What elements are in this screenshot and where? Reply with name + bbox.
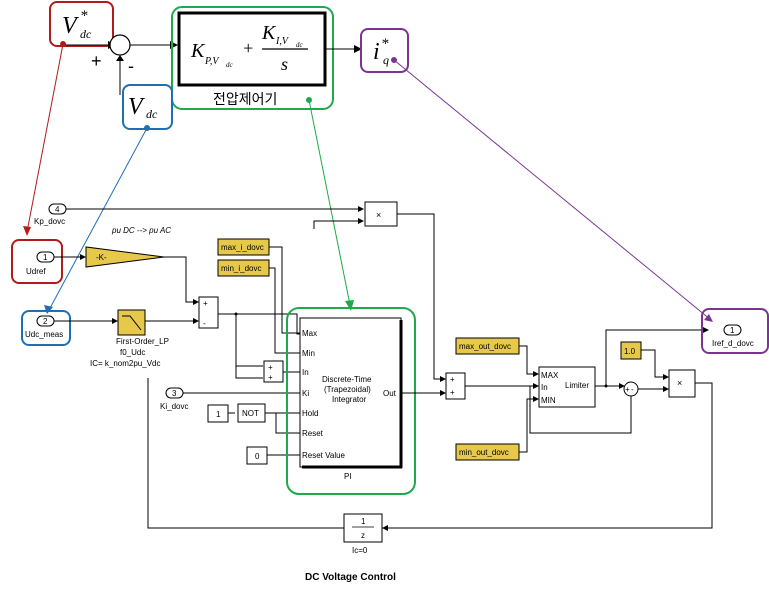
- product-top: [364, 201, 398, 227]
- svg-text:f0_Udc: f0_Udc: [120, 348, 145, 357]
- svg-text:I,V: I,V: [275, 36, 290, 47]
- svg-text:Out: Out: [383, 389, 397, 398]
- vdc-ref-sub: dc: [80, 27, 92, 41]
- svg-text:MAX: MAX: [541, 371, 559, 380]
- limiter-block: [538, 366, 596, 408]
- svg-text:2: 2: [43, 317, 48, 326]
- svg-text:+: +: [625, 385, 630, 394]
- product-bottom: [668, 369, 696, 398]
- svg-text:×: ×: [677, 378, 682, 388]
- svg-text:(Trapezoidal): (Trapezoidal): [324, 385, 371, 394]
- svg-text:-: -: [203, 319, 206, 328]
- svg-text:Kp_dovc: Kp_dovc: [34, 217, 65, 226]
- svg-text:In: In: [541, 383, 548, 392]
- svg-text:V: V: [128, 94, 145, 120]
- svg-text:+: +: [242, 38, 254, 58]
- svg-text:IC= k_nom2pu_Vdc: IC= k_nom2pu_Vdc: [90, 359, 161, 368]
- vdc-ref-symbol: V: [62, 13, 79, 39]
- vdc-ref-callout: [49, 1, 114, 47]
- iref-out-callout: [701, 308, 769, 354]
- first-order-filter: [117, 309, 146, 336]
- unit-delay: [343, 513, 383, 543]
- svg-text:Max: Max: [302, 329, 317, 338]
- sum-out: [445, 372, 466, 400]
- svg-text:3: 3: [172, 389, 177, 398]
- svg-text:Ic=0: Ic=0: [352, 546, 368, 555]
- controller-caption: 전압제어기: [213, 92, 277, 108]
- svg-text:Ki_dovc: Ki_dovc: [160, 402, 188, 411]
- sum-in: [263, 360, 284, 383]
- svg-text:max_i_dovc: max_i_dovc: [221, 243, 264, 252]
- svg-text:Ki: Ki: [302, 389, 309, 398]
- svg-text:K: K: [261, 22, 277, 44]
- annotation-arrow-purple: [391, 57, 713, 322]
- svg-text:4: 4: [55, 205, 60, 214]
- svg-text:1: 1: [730, 326, 735, 335]
- sum-error: [198, 296, 219, 329]
- top-sum-junction: [109, 34, 131, 56]
- svg-text:In: In: [302, 368, 309, 377]
- svg-text:+: +: [203, 299, 208, 308]
- svg-text:NOT: NOT: [242, 409, 259, 418]
- svg-text:s: s: [281, 54, 288, 74]
- svg-text:K: K: [190, 40, 206, 62]
- svg-text:q: q: [383, 53, 389, 67]
- svg-text:z: z: [361, 531, 365, 540]
- udref-port-callout: [11, 239, 63, 284]
- svg-text:Reset Value: Reset Value: [302, 451, 346, 460]
- svg-text:dc: dc: [296, 41, 304, 49]
- iq-ref-callout: [360, 28, 409, 73]
- annotation-arrow-green: [306, 97, 354, 311]
- svg-text:+: +: [268, 373, 273, 382]
- svg-text:dc: dc: [226, 61, 234, 69]
- controller-callout: [171, 6, 334, 110]
- top-sum-minus: -: [128, 56, 134, 76]
- svg-text:-: -: [631, 385, 634, 394]
- svg-text:Hold: Hold: [302, 409, 318, 418]
- svg-text:×: ×: [376, 210, 381, 220]
- gain-block: [85, 246, 165, 268]
- svg-text:pu DC --> pu AC: pu DC --> pu AC: [111, 226, 171, 235]
- svg-text:min_out_dovc: min_out_dovc: [459, 448, 509, 457]
- svg-text:First-Order_LP: First-Order_LP: [116, 337, 169, 346]
- svg-text:max_out_dovc: max_out_dovc: [459, 342, 511, 351]
- svg-text:min_i_dovc: min_i_dovc: [221, 264, 261, 273]
- svg-text:-K-: -K-: [96, 253, 107, 262]
- annotation-arrow-red: [23, 41, 66, 236]
- svg-text:*: *: [381, 36, 389, 52]
- svg-text:P,V: P,V: [204, 56, 220, 67]
- pi-callout: [286, 307, 416, 495]
- vdc-ref-sup: *: [80, 8, 88, 24]
- svg-text:Min: Min: [302, 349, 315, 358]
- svg-text:1: 1: [361, 517, 366, 526]
- iref-out-port: [723, 324, 742, 336]
- svg-text:+: +: [450, 388, 455, 397]
- top-sum-plus: +: [91, 51, 102, 71]
- svg-text:Reset: Reset: [302, 429, 324, 438]
- svg-text:Discrete-Time: Discrete-Time: [322, 375, 372, 384]
- svg-text:+: +: [268, 363, 273, 372]
- svg-text:+: +: [450, 375, 455, 384]
- svg-text:Udc_meas: Udc_meas: [25, 330, 63, 339]
- svg-text:1.0: 1.0: [624, 347, 636, 356]
- svg-text:MIN: MIN: [541, 396, 556, 405]
- diagram-title: DC Voltage Control: [305, 572, 396, 583]
- svg-text:1: 1: [216, 410, 221, 419]
- svg-text:1: 1: [43, 253, 48, 262]
- udc-meas-callout: [21, 310, 71, 346]
- svg-text:Iref_d_dovc: Iref_d_dovc: [712, 339, 754, 348]
- svg-text:0: 0: [255, 452, 260, 461]
- svg-text:PI: PI: [344, 472, 352, 481]
- svg-text:dc: dc: [146, 107, 158, 121]
- svg-text:Integrator: Integrator: [332, 395, 367, 404]
- svg-text:Udref: Udref: [26, 267, 46, 276]
- svg-text:Limiter: Limiter: [565, 381, 589, 390]
- pi-integrator-block: [299, 317, 402, 468]
- iq-ref-symbol: i: [373, 39, 380, 65]
